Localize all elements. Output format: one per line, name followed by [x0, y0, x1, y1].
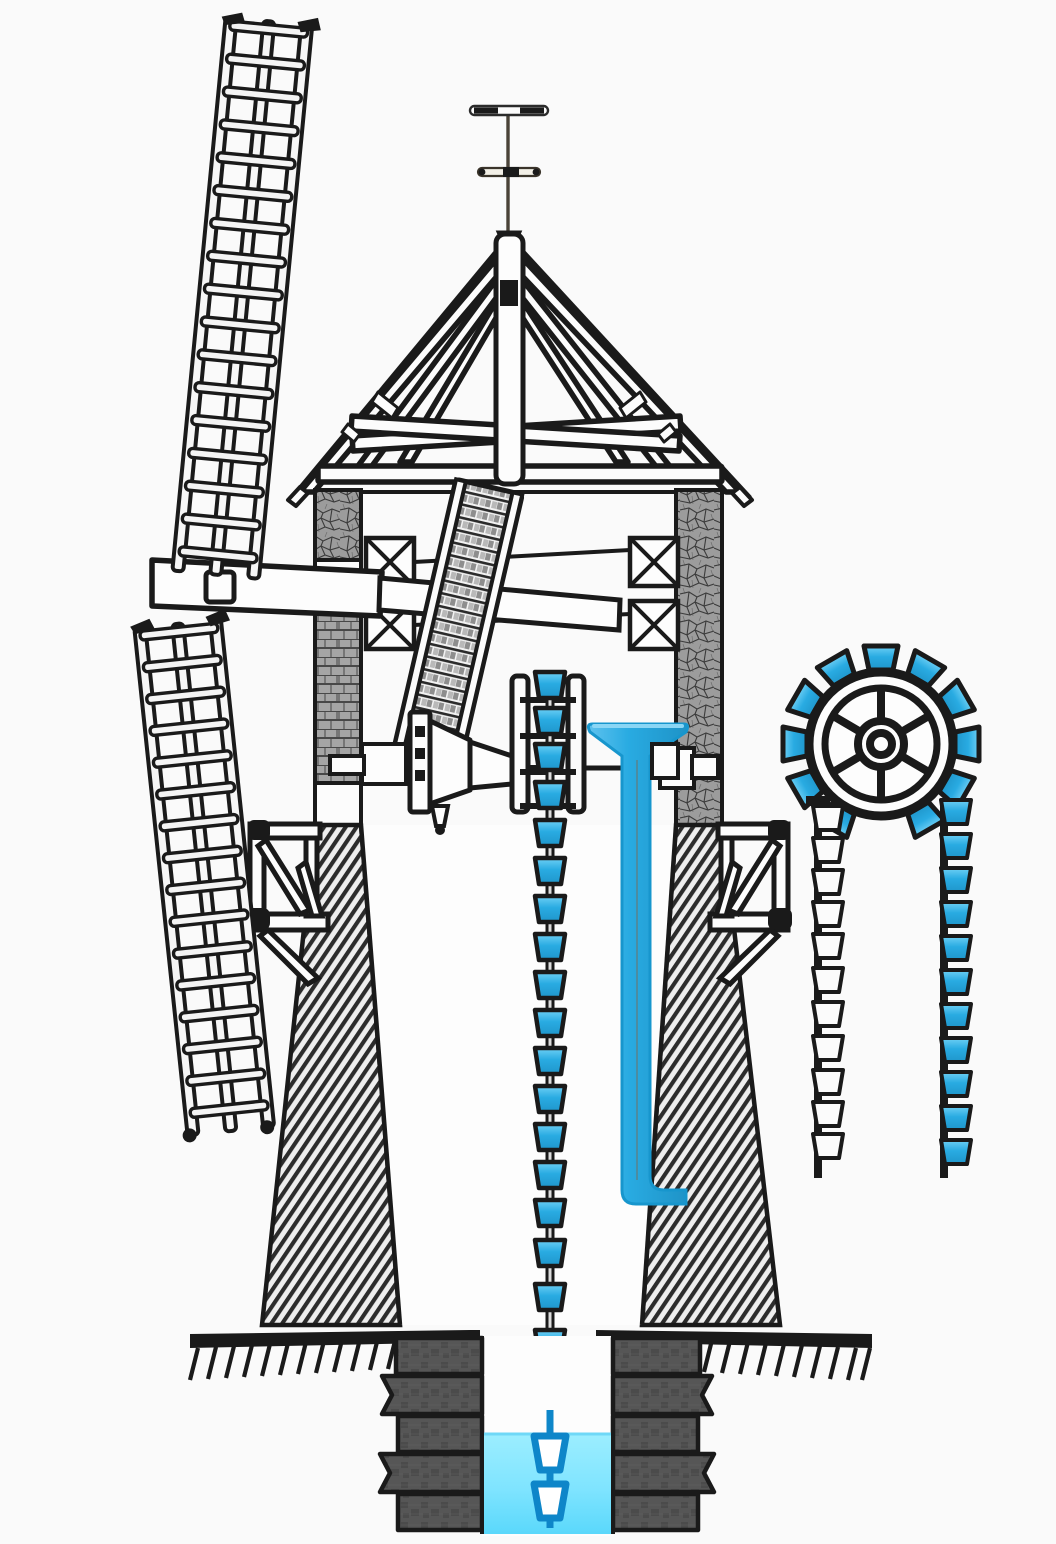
- windmill-sail-upper: [170, 12, 321, 581]
- detail-chain-full: [939, 798, 973, 1178]
- mill-tower-base: [259, 822, 783, 1328]
- bucket-chain-submerged: [530, 1410, 570, 1528]
- stage-balcony-right: [707, 820, 792, 988]
- detail-chain-empty: [806, 796, 845, 1178]
- vane-upper-bar: [468, 104, 550, 117]
- windmill-sail-lower: [130, 608, 276, 1143]
- stock-mortise-hole: [203, 569, 237, 605]
- wallower-cone: [407, 709, 515, 815]
- ground-line: [187, 1330, 873, 1381]
- x-braced-window: [627, 535, 681, 589]
- vane-lower-bar: [476, 166, 542, 178]
- windshaft-and-brake-wheel: [328, 476, 720, 835]
- water-discharge-pipe: [586, 722, 690, 1206]
- bucket-chain-drive-wheel: [509, 673, 587, 815]
- upright-main-post: [493, 231, 526, 487]
- x-braced-window: [627, 598, 681, 652]
- post-iron-collar: [500, 280, 518, 306]
- bucket-wheel-detail: [780, 643, 982, 840]
